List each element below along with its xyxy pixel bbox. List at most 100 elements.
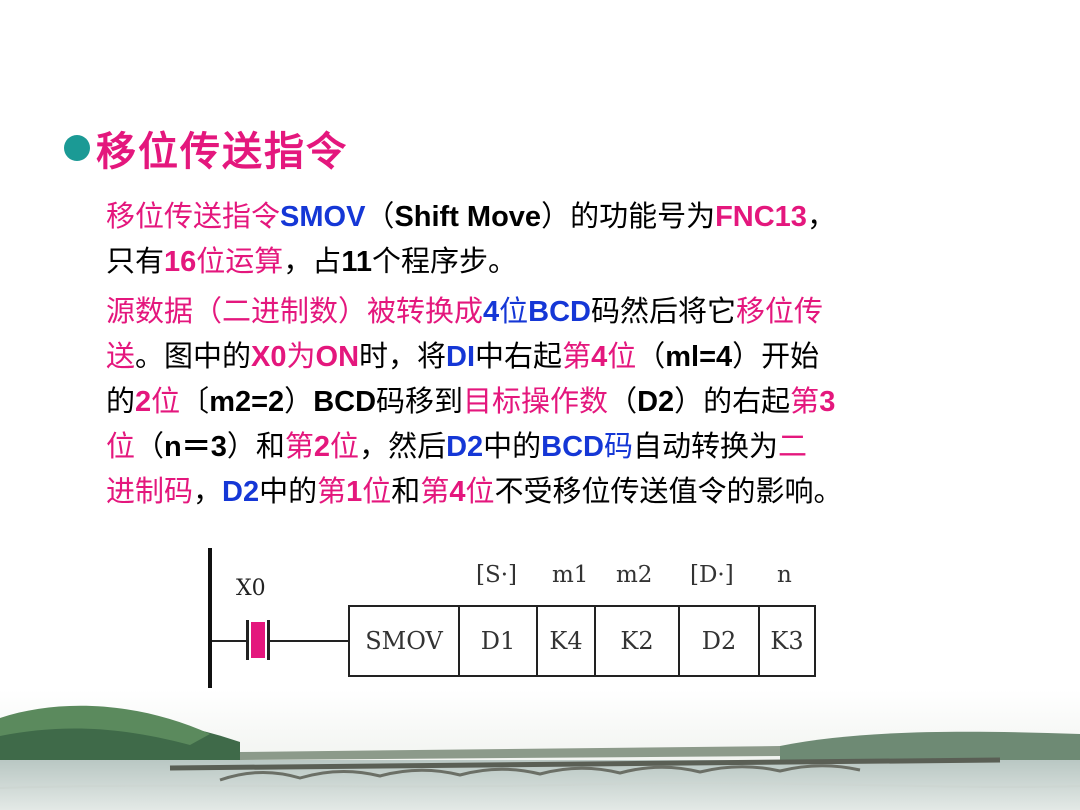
text-run: 4: [449, 476, 466, 508]
text-run: ON: [315, 341, 360, 373]
text-run: 移位传: [736, 294, 824, 328]
contact-symbol: [251, 622, 265, 658]
text-run: ，占: [283, 244, 342, 278]
text-line: 的2位〔m2=2）BCD码移到目标操作数（D2）的右起第3: [106, 379, 1026, 424]
text-run: m2=2: [209, 386, 285, 418]
operand-cell: K2: [594, 605, 680, 677]
text-run: 第: [420, 474, 450, 508]
text-run: 码移到: [376, 384, 464, 418]
text-run: BCD: [313, 386, 377, 418]
text-run: 位: [330, 429, 360, 463]
text-run: 自动转换为: [633, 429, 779, 463]
text-run: ）的功能号为: [541, 199, 716, 233]
instruction-cell: SMOV: [348, 605, 460, 677]
text-run: BCD: [541, 431, 605, 463]
text-line: 源数据（二进制数）被转换成4位BCD码然后将它移位传: [106, 289, 1026, 334]
contact-bar: [267, 620, 270, 660]
text-run: BCD: [528, 296, 592, 328]
text-run: 3: [819, 386, 836, 418]
text-run: 〔: [180, 384, 210, 418]
text-run: D2: [446, 431, 484, 463]
text-run: 位: [607, 339, 637, 373]
ladder-diagram: X0 [S·] m1 m2 [D·] n SMOV D1 K4 K2 D2 K3: [200, 548, 840, 693]
text-run: D2: [222, 476, 260, 508]
operand-cell: K3: [758, 605, 816, 677]
text-run: 移位传送指令: [106, 199, 281, 233]
text-line: 移位传送指令SMOV（Shift Move）的功能号为FNC13，: [106, 194, 1026, 239]
text-run: ，: [806, 199, 836, 233]
text-run: 位运算: [196, 244, 284, 278]
bullet-icon: [64, 135, 90, 161]
text-run: 个程序步。: [371, 244, 517, 278]
text-run: 1: [346, 476, 363, 508]
operand-label: [S·]: [476, 562, 518, 588]
text-run: SMOV: [280, 201, 366, 233]
text-run: 2: [313, 431, 331, 463]
text-run: 第: [284, 429, 314, 463]
operand-label: n: [777, 562, 792, 588]
text-run: （: [365, 199, 395, 233]
text-run: ，然后: [359, 429, 447, 463]
text-run: 目标操作数: [463, 384, 609, 418]
text-run: 和: [391, 474, 421, 508]
text-run: ）开始: [732, 339, 820, 373]
text-run: Shift Move: [394, 201, 542, 233]
text-run: （: [608, 384, 638, 418]
paragraph-2: 源数据（二进制数）被转换成4位BCD码然后将它移位传 送。图中的X0为ON时，将…: [106, 289, 1026, 514]
text-run: 码然后将它: [591, 294, 737, 328]
text-run: 时，将: [359, 339, 447, 373]
text-run: （: [135, 429, 165, 463]
text-run: n＝3: [164, 431, 227, 463]
text-run: 11: [341, 246, 372, 278]
text-run: 不受移位传送值令的影响。: [494, 474, 843, 508]
text-run: 只有: [106, 244, 165, 278]
text-run: 位: [465, 474, 495, 508]
text-line: 送。图中的X0为ON时，将DI中右起第4位（ml=4）开始: [106, 334, 1026, 379]
landscape-decoration: [0, 690, 1080, 810]
text-run: 码: [604, 429, 634, 463]
operand-label: [D·]: [690, 562, 734, 588]
contact-label: X0: [236, 576, 266, 601]
text-run: 位: [362, 474, 392, 508]
text-run: 4: [483, 296, 500, 328]
text-run: ）: [284, 384, 314, 418]
text-run: D2: [637, 386, 675, 418]
text-run: 位: [106, 429, 136, 463]
text-line: 位（n＝3）和第2位，然后D2中的BCD码自动转换为二: [106, 424, 1026, 469]
text-run: 源数据（二进制数）被转换成: [106, 294, 484, 328]
text-run: DI: [446, 341, 476, 373]
operand-cell: D1: [458, 605, 538, 677]
text-run: 。图中的: [135, 339, 252, 373]
wire: [270, 640, 348, 642]
text-run: ）和: [226, 429, 285, 463]
text-run: FNC13: [715, 201, 807, 233]
text-run: 4: [591, 341, 608, 373]
text-run: 中的: [483, 429, 542, 463]
text-run: 中的: [259, 474, 318, 508]
text-run: 送: [106, 339, 136, 373]
text-line: 进制码，D2中的第1位和第4位不受移位传送值令的影响。: [106, 469, 1026, 514]
operand-cell: D2: [678, 605, 760, 677]
text-run: 二: [778, 429, 808, 463]
slide-title: 移位传送指令: [96, 129, 348, 175]
contact-bar: [246, 620, 249, 660]
text-run: ）的右起: [674, 384, 791, 418]
text-run: 16: [164, 246, 197, 278]
text-run: ml=4: [665, 341, 733, 373]
text-run: 位: [151, 384, 181, 418]
operand-label: m1: [552, 562, 589, 588]
text-run: 为: [286, 339, 316, 373]
text-run: 第: [317, 474, 347, 508]
power-rail: [208, 548, 212, 688]
paragraph-1: 移位传送指令SMOV（Shift Move）的功能号为FNC13， 只有16位运…: [106, 194, 1026, 284]
text-run: （: [636, 339, 666, 373]
text-run: 第: [562, 339, 592, 373]
wire: [212, 640, 246, 642]
text-run: 第: [790, 384, 820, 418]
text-run: 进制码: [106, 474, 194, 508]
title-row: 移位传送指令: [64, 118, 348, 178]
operand-cell: K4: [536, 605, 596, 677]
text-run: 中右起: [475, 339, 563, 373]
text-run: X0: [251, 341, 287, 373]
